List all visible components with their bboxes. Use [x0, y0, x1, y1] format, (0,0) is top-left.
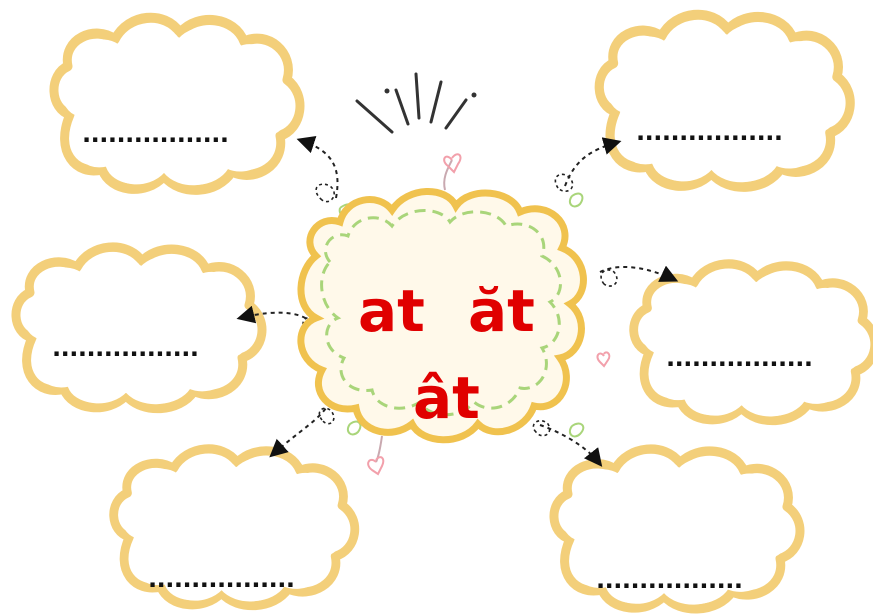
blank-line: .................: [636, 118, 783, 146]
cloud-mid-right: .................: [634, 264, 873, 421]
cloud-bottom-left: .................: [114, 449, 355, 606]
blank-line: .................: [596, 566, 743, 594]
cloud-bottom-right: .................: [554, 449, 800, 609]
cloud-top-left: .................: [54, 18, 300, 190]
burst-decoration: [357, 74, 477, 132]
center-label-at-circumflex: ât: [413, 364, 480, 432]
blank-line: .................: [52, 334, 199, 362]
blank-line: .................: [82, 120, 229, 148]
cloud-mid-left: .................: [16, 247, 262, 408]
cloud-top-right: .................: [599, 15, 850, 187]
center-label-at-breve: ăt: [468, 277, 535, 345]
center-label-at: at: [358, 277, 425, 345]
center-cloud: at ăt ât: [301, 191, 584, 439]
blank-line: .................: [148, 565, 295, 593]
blank-line: .................: [666, 344, 813, 372]
